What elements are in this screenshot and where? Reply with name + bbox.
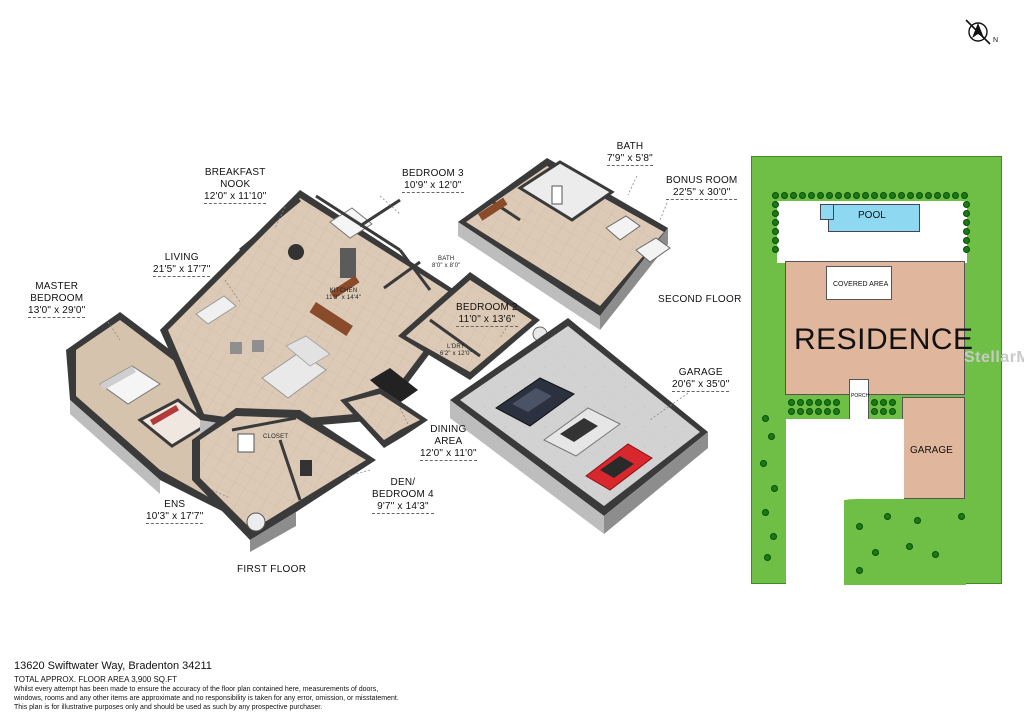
dining-area-name-1: DINING [430, 424, 467, 435]
bedroom-3-name: BEDROOM 3 [402, 168, 464, 179]
bedroom-3-dim: 10'9" x 12'0" [402, 180, 464, 193]
label-closet: CLOSET [263, 434, 288, 441]
bath-upper-dim: 7'9" x 5'8" [607, 153, 653, 166]
bath-small-dim: 8'0" x 8'0" [432, 263, 461, 269]
label-den: DEN/ BEDROOM 4 9'7" x 14'3" [372, 477, 434, 514]
label-dining-area: DINING AREA 12'0" x 11'0" [420, 424, 477, 461]
label-kitchen: KITCHEN 11'3" x 14'4" [326, 288, 361, 302]
site-covered-area [826, 266, 892, 300]
master-bedroom-name-1: MASTER [35, 281, 79, 292]
footer-disclaimer-1: Whilst every attempt has been made to en… [14, 686, 379, 693]
site-pool-step [820, 204, 834, 220]
dining-area-dim: 12'0" x 11'0" [420, 448, 477, 461]
site-porch-label: PORCH [851, 393, 870, 399]
living-dim: 21'5" x 17'7" [153, 264, 211, 277]
compass-icon [965, 19, 991, 45]
laundry-name: L'DRY [446, 344, 466, 350]
site-side-path [898, 419, 904, 499]
closet-name: CLOSET [263, 434, 289, 440]
kitchen-dim: 11'3" x 14'4" [326, 295, 362, 301]
breakfast-nook-dim: 12'0" x 11'10" [204, 191, 267, 204]
garage-dim: 20'6" x 35'0" [672, 379, 730, 392]
site-garage [902, 397, 965, 499]
site-pool [828, 204, 920, 232]
label-living: LIVING 21'5" x 17'7" [153, 252, 211, 277]
label-bedroom-3: BEDROOM 3 10'9" x 12'0" [402, 168, 464, 193]
label-bedroom-2: BEDROOM 2 11'0" x 13'6" [456, 302, 518, 327]
watermark: StellarMLS [964, 349, 1024, 366]
den-dim: 9'7" x 14'3" [372, 501, 434, 514]
label-ens: ENS 10'3" x 17'7" [146, 499, 204, 524]
bath-small-name: BATH [438, 256, 455, 262]
footer-disclaimer-2: windows, rooms and any other items are a… [14, 695, 399, 702]
floor-label-first: FIRST FLOOR [237, 564, 307, 575]
bonus-room-dim: 22'5" x 30'0" [666, 187, 738, 200]
site-residence-label: RESIDENCE [794, 323, 974, 356]
compass-north-label: N [993, 37, 999, 44]
label-master-bedroom: MASTER BEDROOM 13'0" x 29'0" [28, 281, 86, 318]
living-name: LIVING [164, 252, 199, 263]
breakfast-nook-name-1: BREAKFAST [204, 167, 266, 178]
bonus-room-name: BONUS ROOM [666, 175, 738, 186]
breakfast-nook-name-2: NOOK [220, 179, 251, 190]
floor-label-second: SECOND FLOOR [658, 294, 742, 305]
ens-name: ENS [164, 499, 186, 510]
label-bath-upper: BATH 7'9" x 5'8" [607, 141, 653, 166]
label-breakfast-nook: BREAKFAST NOOK 12'0" x 11'10" [204, 167, 267, 204]
footer-disclaimer-3: This plan is for illustrative purposes o… [14, 704, 323, 711]
first-floor-plan [66, 190, 708, 552]
label-bonus-room: BONUS ROOM 22'5" x 30'0" [666, 175, 738, 200]
site-pool-label: POOL [858, 210, 886, 221]
site-covered-area-label: COVERED AREA [833, 281, 889, 288]
footer-address: 13620 Swiftwater Way, Bradenton 34211 [14, 660, 212, 672]
bedroom-2-name: BEDROOM 2 [456, 302, 518, 313]
master-bedroom-dim: 13'0" x 29'0" [28, 305, 86, 318]
label-leaders [107, 175, 689, 499]
site-plan: POOL COVERED AREA RESIDENCE PORCH GARAGE [751, 156, 1002, 585]
dining-area-name-2: AREA [434, 436, 463, 447]
bath-upper-name: BATH [616, 141, 644, 152]
den-name-1: DEN/ [390, 477, 416, 488]
second-floor-plan [458, 158, 671, 330]
kitchen-name: KITCHEN [329, 288, 358, 294]
master-bedroom-name-2: BEDROOM [30, 293, 84, 304]
site-garage-label: GARAGE [910, 445, 953, 456]
footer-total-area: TOTAL APPROX. FLOOR AREA 3,900 SQ.FT [14, 675, 178, 684]
site-porch [849, 379, 869, 423]
laundry-dim: 6'2" x 12'0" [440, 351, 472, 357]
label-laundry: L'DRY 6'2" x 12'0" [440, 344, 472, 358]
site-driveway-strip [786, 499, 844, 585]
ens-dim: 10'3" x 17'7" [146, 511, 204, 524]
den-name-2: BEDROOM 4 [372, 489, 434, 500]
label-garage: GARAGE 20'6" x 35'0" [672, 367, 730, 392]
bedroom-2-dim: 11'0" x 13'6" [456, 314, 518, 327]
garage-name: GARAGE [678, 367, 723, 378]
label-bath-small: BATH 8'0" x 8'0" [432, 256, 460, 270]
